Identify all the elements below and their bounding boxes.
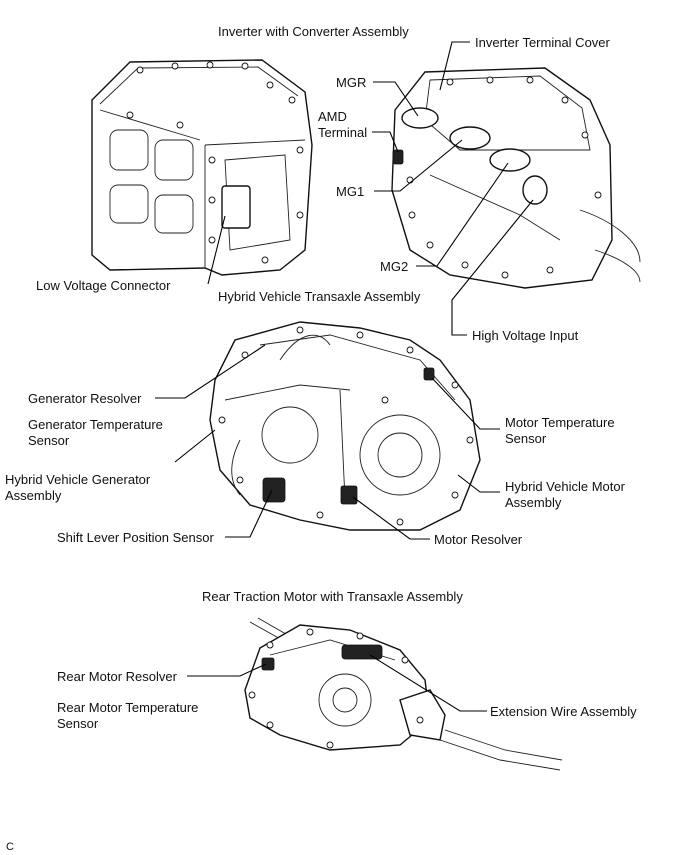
label-mg1: MG1 <box>336 184 364 199</box>
label-mgr: MGR <box>336 75 366 90</box>
label-rear-motor-temperature-line2: Sensor <box>57 716 99 731</box>
label-generator-temperature-line1: Generator Temperature <box>28 417 163 432</box>
label-hv-generator-line1: Hybrid Vehicle Generator <box>5 472 151 487</box>
inverter-right-view <box>391 67 641 289</box>
label-amd-terminal-line1: AMD <box>318 109 347 124</box>
low-voltage-connector-part <box>221 185 251 229</box>
label-generator-resolver: Generator Resolver <box>28 391 142 406</box>
high-voltage-input-port <box>522 175 548 205</box>
label-mg2: MG2 <box>380 259 408 274</box>
label-motor-resolver: Motor Resolver <box>434 532 523 547</box>
label-hv-motor-line1: Hybrid Vehicle Motor <box>505 479 626 494</box>
extension-wire-part <box>341 644 383 660</box>
label-rear-motor-resolver: Rear Motor Resolver <box>57 669 178 684</box>
label-hv-generator-line2: Assembly <box>5 488 62 503</box>
motor-temperature-sensor-part <box>423 367 435 381</box>
shift-lever-position-sensor-part <box>262 477 286 503</box>
inverter-left-view <box>91 59 313 276</box>
label-inverter-terminal-cover: Inverter Terminal Cover <box>475 35 611 50</box>
mg1-port <box>449 126 491 150</box>
label-amd-terminal-line2: Terminal <box>318 125 367 140</box>
label-hv-motor-line2: Assembly <box>505 495 562 510</box>
transaxle-assembly <box>209 321 481 531</box>
mgr-port <box>401 107 439 129</box>
label-extension-wire-assembly: Extension Wire Assembly <box>490 704 637 719</box>
rear-motor-resolver-part <box>261 657 275 671</box>
label-rear-motor-temperature-line1: Rear Motor Temperature <box>57 700 198 715</box>
label-motor-temperature-line2: Sensor <box>505 431 547 446</box>
label-shift-lever-position-sensor: Shift Lever Position Sensor <box>57 530 214 545</box>
label-low-voltage-connector: Low Voltage Connector <box>36 278 171 293</box>
figure-code: C <box>6 841 14 853</box>
mg2-port <box>489 148 531 172</box>
transaxle-assembly-title: Hybrid Vehicle Transaxle Assembly <box>218 289 421 304</box>
motor-resolver-part <box>340 485 358 505</box>
amd-terminal-part <box>392 149 404 165</box>
leader-lines <box>155 41 534 712</box>
label-motor-temperature-line1: Motor Temperature <box>505 415 615 430</box>
inverter-assembly-title: Inverter with Converter Assembly <box>218 24 409 39</box>
rear-motor-assembly <box>244 617 563 771</box>
label-generator-temperature-line2: Sensor <box>28 433 70 448</box>
rear-motor-assembly-title: Rear Traction Motor with Transaxle Assem… <box>202 589 463 604</box>
label-high-voltage-input: High Voltage Input <box>472 328 579 343</box>
